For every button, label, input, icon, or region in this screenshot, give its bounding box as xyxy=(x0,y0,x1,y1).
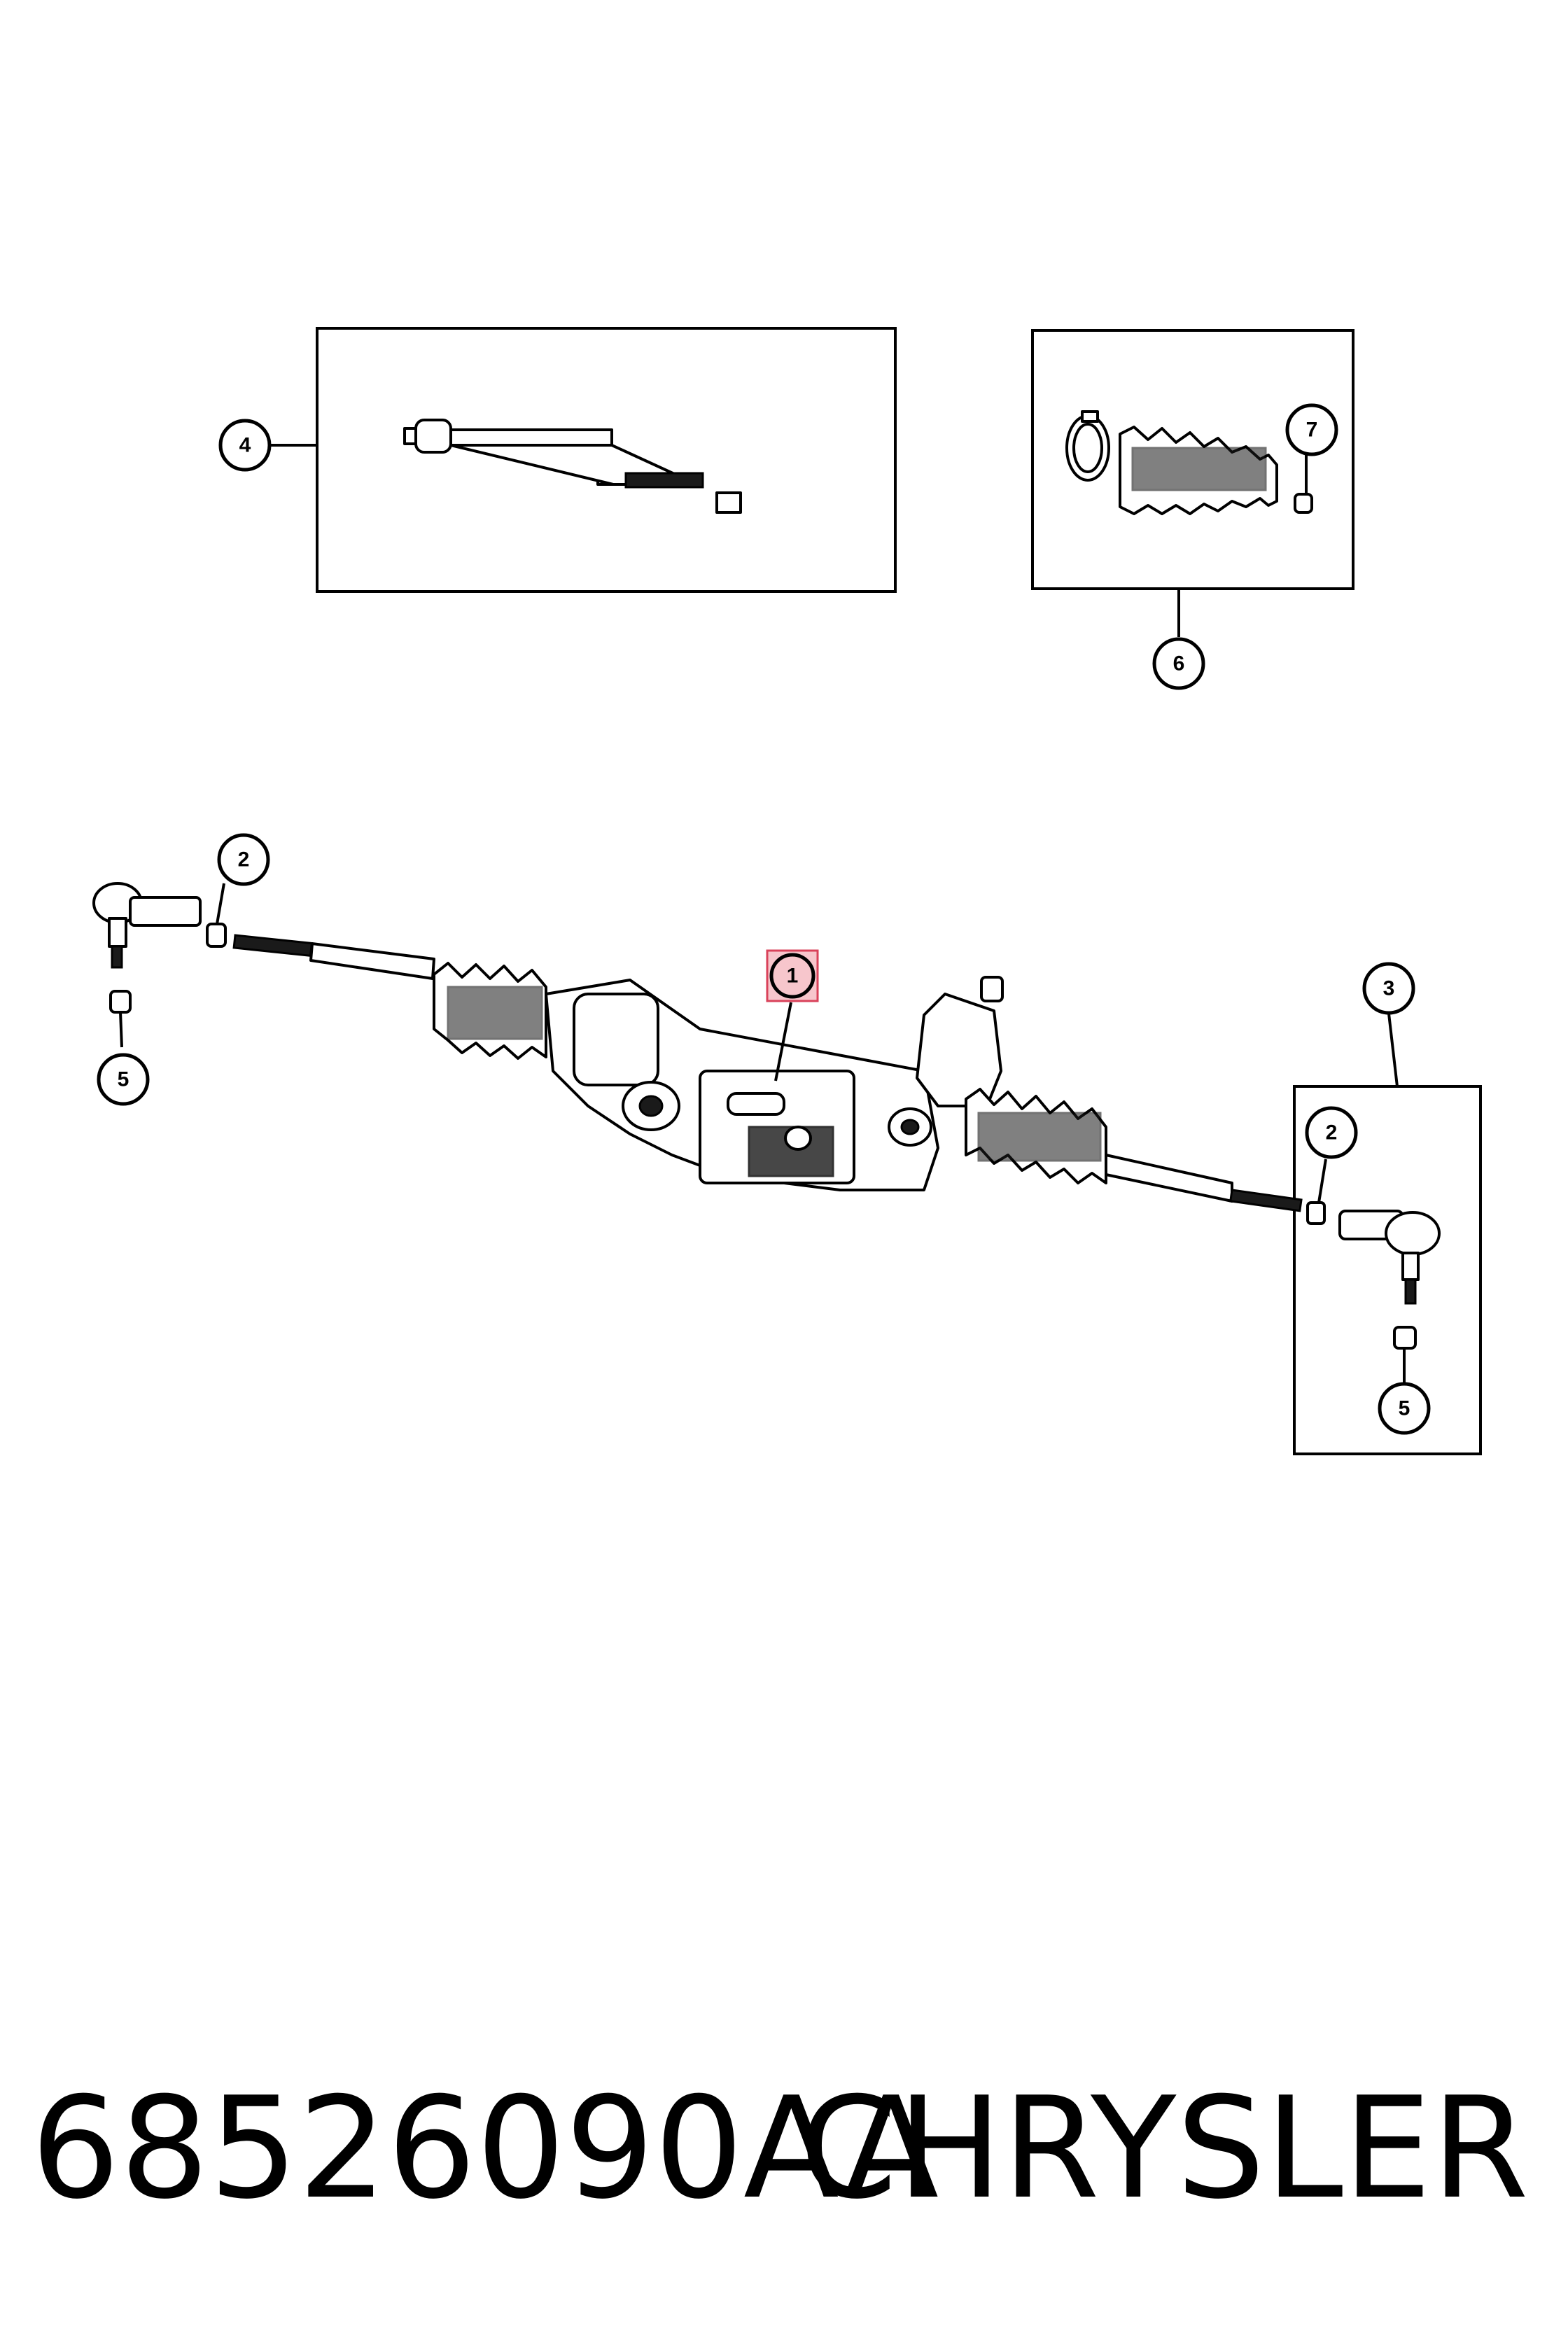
boot-small-clamp-part xyxy=(1294,493,1313,514)
boot-clamp-part xyxy=(1065,410,1110,482)
left-jam-nut-part xyxy=(206,923,227,948)
left-castle-nut-part xyxy=(109,990,132,1014)
outer-jam-nut-part xyxy=(1393,1326,1417,1350)
callout-6: 6 xyxy=(1152,637,1205,690)
inner-tie-rod-box xyxy=(316,327,897,593)
left-tie-rod-end-group xyxy=(92,882,227,1048)
callout-2-left: 2 xyxy=(217,833,270,886)
outer-tie-rod-box xyxy=(1293,1085,1482,1455)
outer-tie-rod-group xyxy=(1293,1013,1482,1455)
callout-5-right: 5 xyxy=(1378,1382,1431,1435)
callout-5-left: 5 xyxy=(97,1053,150,1106)
svg-text:5: 5 xyxy=(118,1068,130,1091)
part-number-caption: 68526090AA xyxy=(31,2067,939,2230)
callout-1-highlighted: 1 xyxy=(766,949,819,1002)
callout-3: 3 xyxy=(1362,962,1415,1015)
boot-kit-box xyxy=(1031,329,1354,590)
svg-text:3: 3 xyxy=(1383,977,1395,1000)
brand-caption: CHRYSLER xyxy=(799,2067,1529,2230)
inner-tie-rod-part xyxy=(403,419,742,514)
callout-2-right: 2 xyxy=(1305,1106,1358,1159)
svg-text:2: 2 xyxy=(1326,1121,1338,1144)
left-tie-rod-end-part xyxy=(92,882,202,969)
svg-text:7: 7 xyxy=(1306,419,1318,442)
outer-nut-part xyxy=(1306,1201,1326,1225)
svg-text:2: 2 xyxy=(238,848,250,872)
boot-kit-group xyxy=(1031,329,1354,637)
svg-text:1: 1 xyxy=(787,965,799,988)
callout-4: 4 xyxy=(218,419,272,472)
steering-gear-assembly xyxy=(232,934,1303,1212)
callout-7: 7 xyxy=(1285,403,1338,456)
svg-text:6: 6 xyxy=(1173,652,1185,676)
boot-bellows-part xyxy=(1119,426,1278,515)
outer-tie-rod-end-part xyxy=(1338,1210,1441,1305)
svg-text:5: 5 xyxy=(1399,1397,1410,1420)
inner-tie-rod-group xyxy=(270,327,897,593)
svg-text:4: 4 xyxy=(239,434,251,457)
